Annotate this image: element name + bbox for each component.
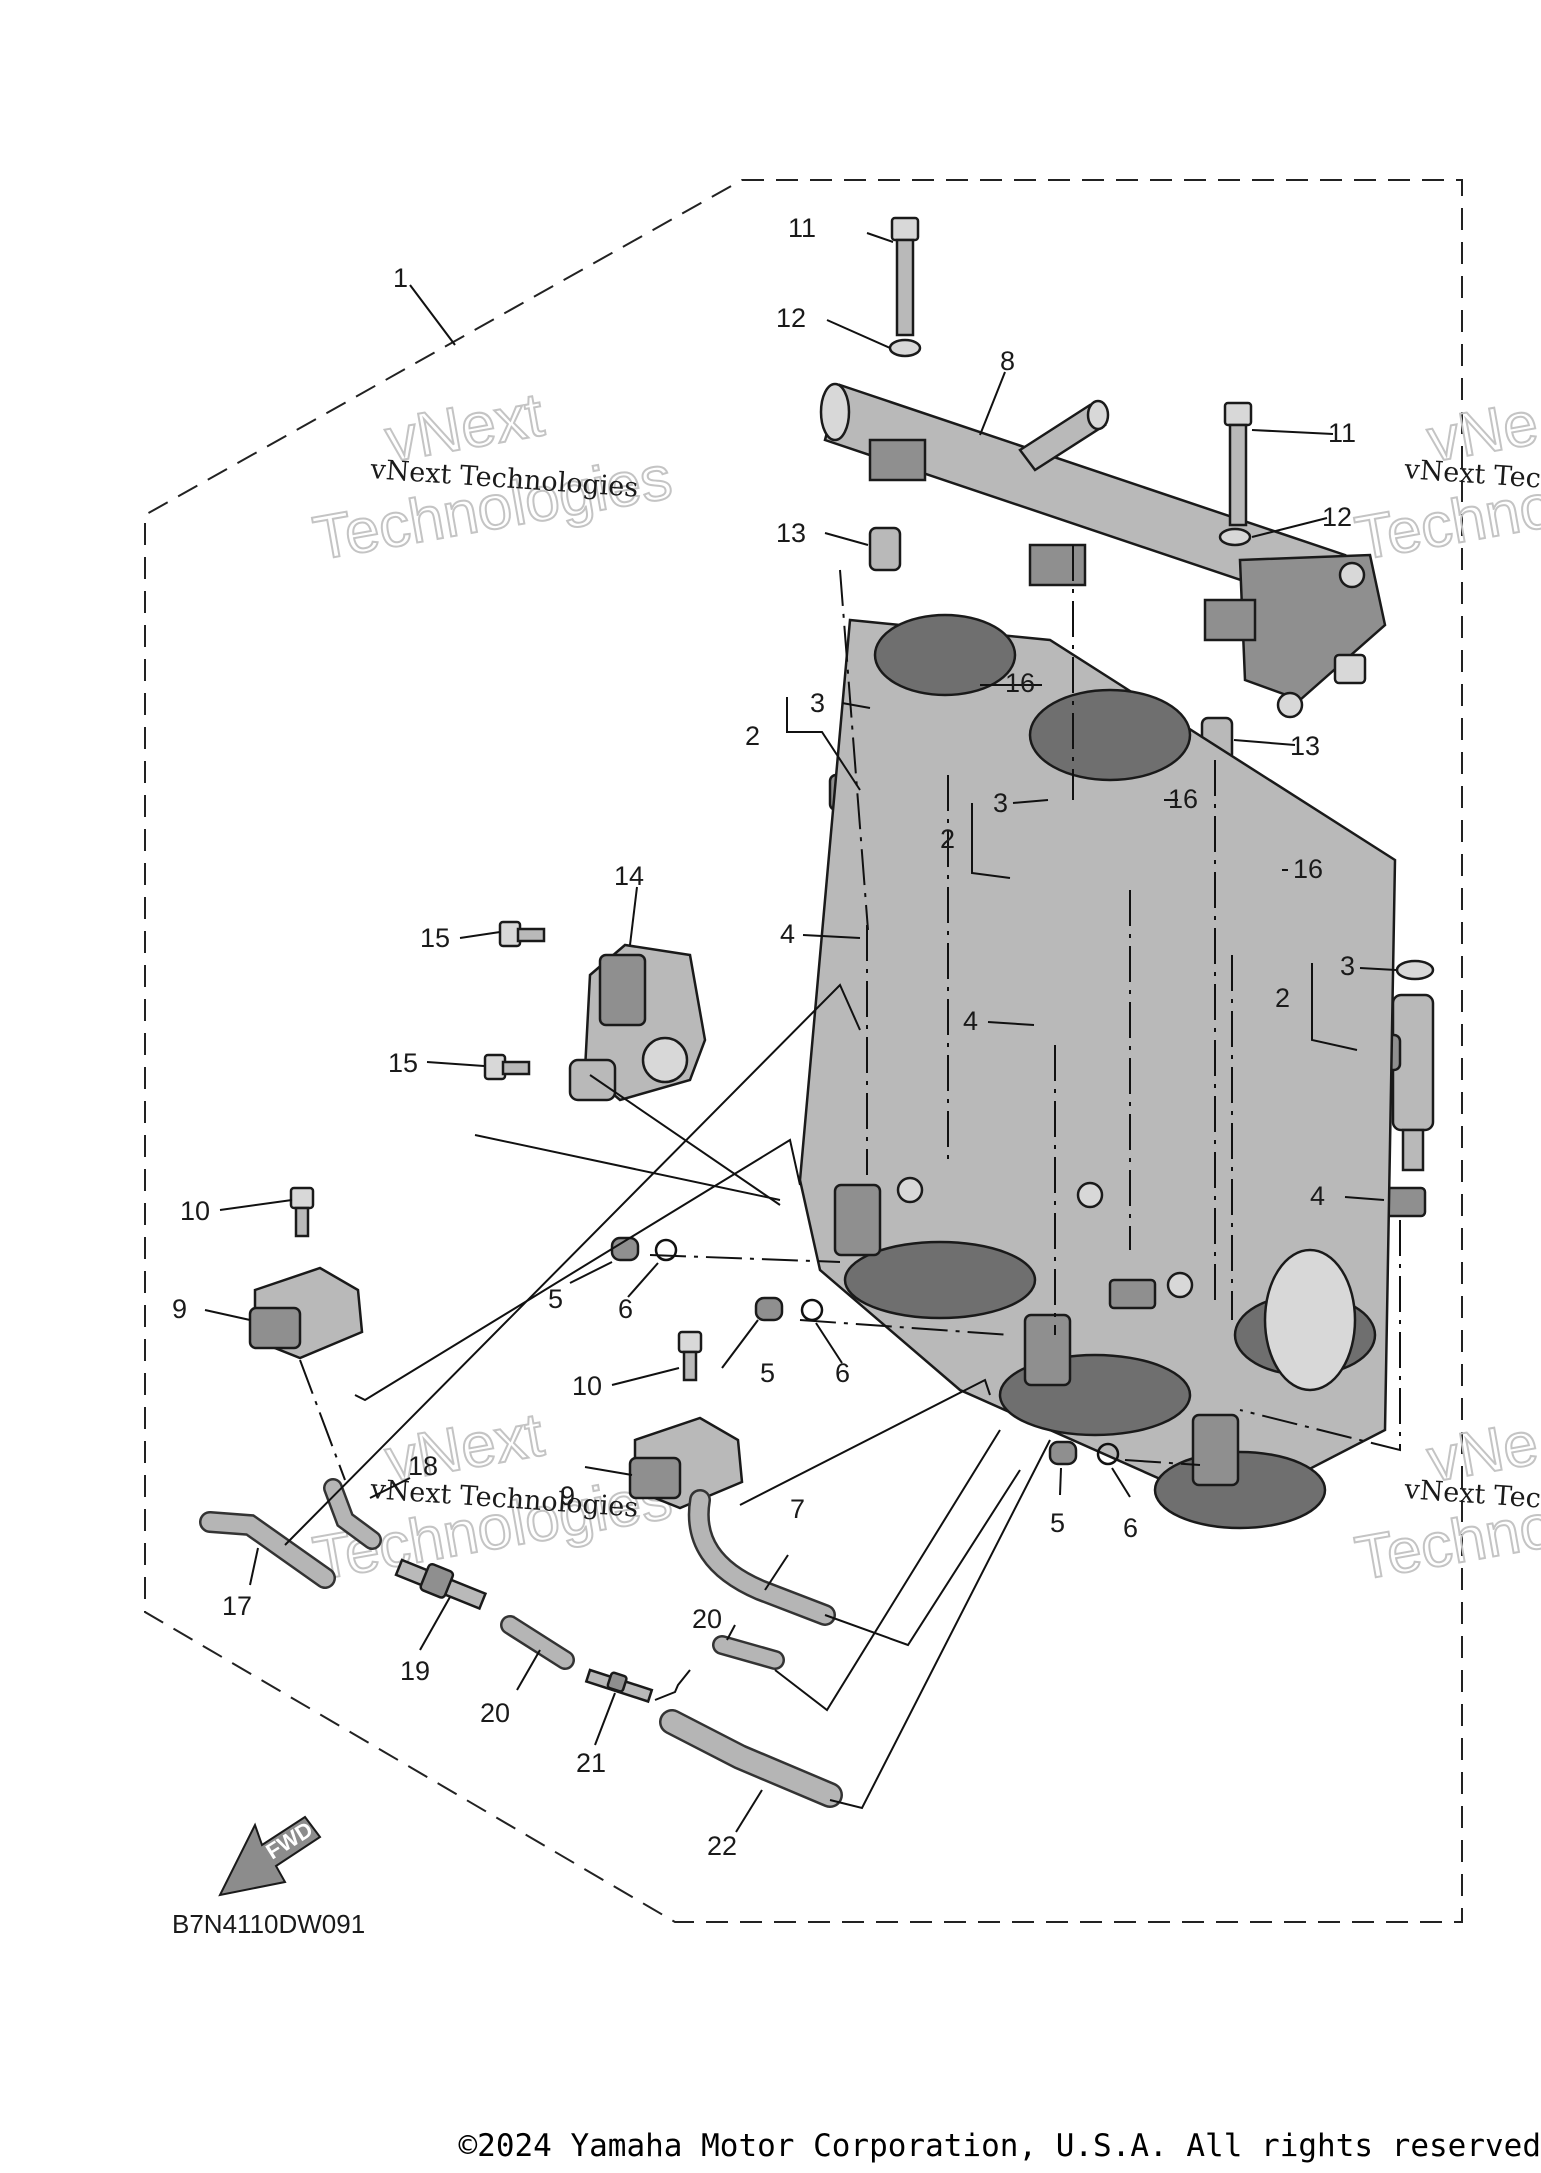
screw-15-bottom xyxy=(483,1053,531,1081)
callout-16-right: 16 xyxy=(1293,854,1323,884)
assembly-lines xyxy=(284,545,1401,1810)
cap-5-c xyxy=(1048,1440,1078,1466)
callout-11-right: 11 xyxy=(1328,418,1356,448)
callout-19: 19 xyxy=(400,1656,430,1686)
callout-labels: 1 11 12 8 11 12 13 13 3 2 16 3 2 16 16 3… xyxy=(172,213,1356,1861)
hose-18-fill xyxy=(325,1480,380,1548)
callout-16-center: 16 xyxy=(1168,784,1198,814)
callout-4-center: 4 xyxy=(963,1006,978,1036)
bolt-11-right xyxy=(1223,401,1253,527)
callout-22: 22 xyxy=(707,1831,737,1861)
copyright-notice: ©2024 Yamaha Motor Corporation, U.S.A. A… xyxy=(458,2128,1541,2164)
throttle-body xyxy=(798,613,1397,1530)
callout-3-left: 3 xyxy=(810,688,825,718)
callout-12-left: 12 xyxy=(776,303,806,333)
callout-9-center: 9 xyxy=(560,1481,575,1511)
sensor-9-left xyxy=(248,1266,364,1360)
callout-10-center: 10 xyxy=(572,1371,602,1401)
callout-6-c: 6 xyxy=(1123,1513,1138,1543)
drawing-code: B7N4110DW091 xyxy=(172,1909,365,1939)
watermark-top-right: vNe Techno vNext Tec xyxy=(1349,388,1541,575)
callout-12-right: 12 xyxy=(1322,502,1352,532)
callout-5-a: 5 xyxy=(548,1284,563,1314)
callout-10-left: 10 xyxy=(180,1196,210,1226)
fwd-arrow-icon: FWD xyxy=(218,1815,322,1897)
assembly-boundary xyxy=(144,179,1463,1923)
callout-13-right: 13 xyxy=(1290,731,1320,761)
hose-20-left-fill xyxy=(502,1617,573,1668)
callout-16-left: 16 xyxy=(1005,668,1035,698)
throttle-position-sensor-14 xyxy=(568,943,707,1102)
callout-1: 1 xyxy=(393,263,408,293)
callout-2-left: 2 xyxy=(745,721,760,751)
callout-2-center: 2 xyxy=(940,824,955,854)
callout-4-right: 4 xyxy=(1310,1181,1325,1211)
watermark-top-left: vNext Technologies vNext Technologies xyxy=(307,379,677,574)
callout-21: 21 xyxy=(576,1748,606,1778)
callout-6-a: 6 xyxy=(618,1294,633,1324)
callout-20-right: 20 xyxy=(692,1604,722,1634)
callout-15-top: 15 xyxy=(420,923,450,953)
watermark-mid-left: vNext Technologies vNext Technologies xyxy=(307,1399,677,1594)
bolt-11-left xyxy=(890,216,920,337)
screw-15-top xyxy=(498,920,546,948)
callout-11-left: 11 xyxy=(788,213,816,243)
sensor-9-center xyxy=(628,1416,744,1510)
clip-6-b xyxy=(800,1298,824,1322)
callout-20-left: 20 xyxy=(480,1698,510,1728)
callout-5-c: 5 xyxy=(1050,1508,1065,1538)
callout-5-b: 5 xyxy=(760,1358,775,1388)
cap-5-b xyxy=(754,1296,784,1322)
callout-2-right: 2 xyxy=(1275,983,1290,1013)
washer-12-left xyxy=(888,338,922,358)
washer-12-right xyxy=(1218,527,1252,547)
callout-4-left: 4 xyxy=(780,919,795,949)
hose-7-fill xyxy=(690,1491,834,1624)
joint-21 xyxy=(584,1668,654,1704)
callout-15-bottom: 15 xyxy=(388,1048,418,1078)
leader-lines xyxy=(204,232,1397,1833)
fuel-rail xyxy=(819,382,1387,719)
callout-8: 8 xyxy=(1000,346,1015,376)
joint-19 xyxy=(394,1558,488,1611)
callout-3-right: 3 xyxy=(1340,951,1355,981)
screw-10-left xyxy=(289,1186,315,1238)
callout-14: 14 xyxy=(614,861,644,891)
callout-13-left: 13 xyxy=(776,518,806,548)
callout-7: 7 xyxy=(790,1494,805,1524)
hose-17-fill xyxy=(201,1513,334,1587)
collar-13-left xyxy=(868,526,902,572)
callout-6-b: 6 xyxy=(835,1358,850,1388)
callout-17: 17 xyxy=(222,1591,252,1621)
callout-18: 18 xyxy=(408,1451,438,1481)
callout-3-center: 3 xyxy=(993,788,1008,818)
clip-6-a xyxy=(654,1238,678,1262)
hose-20-right-fill xyxy=(714,1637,783,1668)
clip-6-c xyxy=(1096,1442,1120,1466)
callout-9-left: 9 xyxy=(172,1294,187,1324)
screw-10-center xyxy=(677,1330,703,1382)
hose-22-fill xyxy=(661,1711,841,1806)
